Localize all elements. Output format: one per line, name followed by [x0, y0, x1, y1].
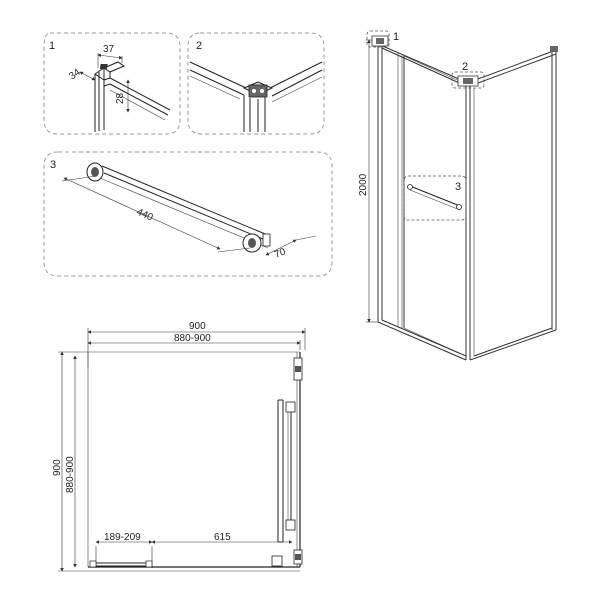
callout-2-text: 2 — [462, 61, 468, 73]
callout-3: 3 — [403, 175, 467, 221]
plan-view: 900 880-900 900 880-900 — [52, 321, 306, 572]
top-rail — [103, 77, 171, 121]
callout-1: 1 — [366, 30, 399, 48]
elevation-view: 2000 — [358, 30, 558, 361]
plan-outline — [87, 351, 301, 568]
dim-depth-900-text: 900 — [52, 459, 63, 476]
right-wall-profiles — [293, 357, 303, 565]
front-panel — [377, 43, 471, 361]
dim-fixed-width-text: 615 — [214, 532, 231, 543]
detail-2-label: 2 — [196, 40, 202, 52]
dim-28: 28 — [115, 79, 130, 113]
callout-2: 2 — [451, 61, 485, 89]
dim-width-880-900-text: 880-900 — [174, 333, 211, 344]
top-connectors — [371, 35, 558, 87]
bottom-rail — [89, 560, 153, 568]
detail-panel-3: 3 440 70 — [43, 151, 333, 277]
callout-3-text: 3 — [455, 181, 461, 193]
plan-door — [271, 399, 296, 567]
detail-panel-2: 2 — [187, 32, 325, 135]
dim-width-900-text: 900 — [189, 321, 206, 332]
detail-1-label: 1 — [49, 40, 55, 52]
dim-depth-900: 900 — [52, 351, 300, 572]
bar-knob-left — [86, 162, 104, 182]
dim-37-text: 37 — [103, 44, 115, 55]
dim-2000-text: 2000 — [358, 173, 369, 196]
dim-width-880-900: 880-900 — [87, 333, 301, 350]
detail-panel-1: 1 37 34 — [43, 32, 181, 135]
dim-28-text: 28 — [115, 92, 126, 104]
dim-37: 37 — [97, 44, 123, 68]
dim-2000: 2000 — [358, 39, 378, 323]
dim-depth-880-900-text: 880-900 — [65, 456, 76, 493]
side-panel — [469, 49, 557, 361]
detail-3-label: 3 — [50, 159, 56, 171]
dim-depth-880-900: 880-900 — [65, 355, 77, 568]
dim-door-range-text: 189-209 — [104, 532, 141, 543]
dim-bottom: 189-209 615 — [95, 532, 293, 568]
dim-70: 70 — [265, 235, 317, 261]
dim-width-900: 900 — [87, 321, 306, 368]
callout-1-text: 1 — [393, 31, 399, 43]
dim-70-text: 70 — [273, 246, 288, 261]
corner-connector — [242, 81, 274, 98]
